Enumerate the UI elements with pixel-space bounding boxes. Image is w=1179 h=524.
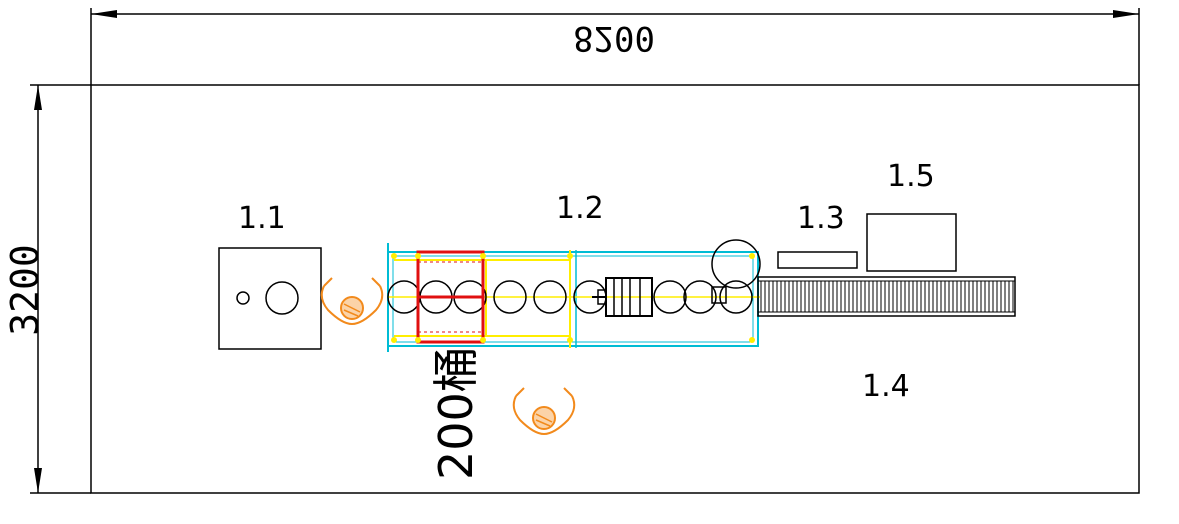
station-label-1-2: 1.2	[556, 191, 604, 226]
capacity-note: 200桶	[429, 346, 483, 480]
frame-nodes	[391, 253, 755, 343]
width-dimension: 8200	[90, 8, 1140, 85]
filling-machine	[592, 277, 727, 317]
height-dimension: 3200	[3, 84, 91, 494]
station-label-1-4: 1.4	[862, 369, 910, 404]
station-label-1-3: 1.3	[797, 201, 845, 236]
station-1-4-conveyor	[757, 276, 1016, 317]
height-dimension-label: 3200	[3, 244, 47, 336]
station-1-3	[777, 251, 858, 269]
station-label-1-1: 1.1	[238, 201, 286, 236]
station-1-1	[218, 247, 322, 350]
room-boundary	[90, 84, 1140, 494]
width-dimension-label: 8200	[573, 18, 655, 58]
station-1-2-conveyor	[387, 239, 761, 352]
operator-left-icon	[320, 277, 384, 326]
station-label-1-5: 1.5	[887, 159, 935, 194]
station-1-5	[866, 213, 957, 272]
operator-bottom-icon	[512, 387, 576, 436]
